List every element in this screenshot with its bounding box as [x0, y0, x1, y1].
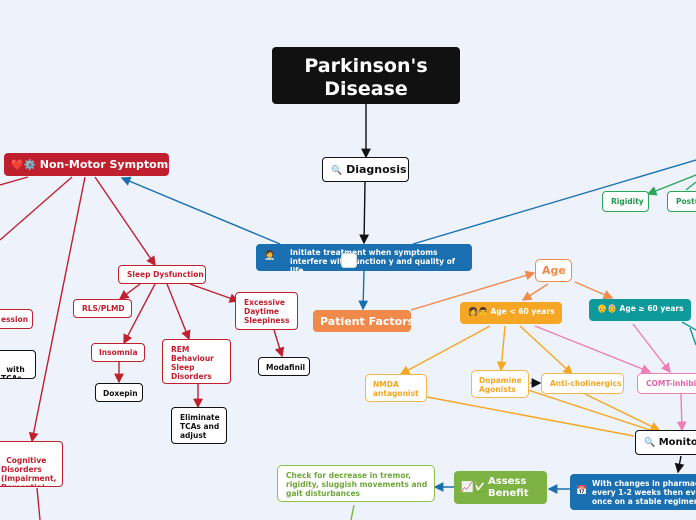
with-tcas-node[interactable]: with TCAs	[0, 350, 36, 379]
assess-benefit-label: Assess Benefit	[488, 476, 529, 499]
age-60-plus-label: Age ≥ 60 years	[619, 304, 684, 313]
sleep-label: Sleep Dysfunction	[127, 270, 204, 279]
calendar-icon: 📅	[576, 486, 588, 496]
age-60-plus-node[interactable]: 👴👵 Age ≥ 60 years	[589, 299, 691, 321]
dopamine-agonists-node[interactable]: Dopamine Agonists	[471, 370, 529, 398]
magnifier-icon: 🔍	[644, 438, 656, 448]
depression-node[interactable]: ession	[0, 309, 33, 329]
rls-plmd-node[interactable]: RLS/PLMD	[73, 299, 132, 318]
postu-label: Postu	[676, 197, 696, 206]
sleep-dysfunction-node[interactable]: Sleep Dysfunction	[118, 265, 206, 284]
rem-label: REM Behaviour Sleep Disorders	[171, 345, 214, 381]
eliminate-label: Eliminate TCAs and adjust	[180, 413, 220, 440]
root-title[interactable]: Parkinson's Disease	[272, 47, 460, 104]
rigidity-label: Rigidity	[611, 197, 644, 206]
changes-label: With changes in pharmaco every 1-2 weeks…	[592, 479, 696, 506]
chart-check-icon: 📈✅	[461, 482, 486, 493]
heart-gear-icon: ❤️⚙️	[11, 160, 36, 171]
monitor-label: Monito	[658, 437, 696, 448]
adults-icon: 👩👨	[468, 307, 488, 316]
eds-label: Excessive Daytime Sleepiness	[244, 298, 290, 325]
doxepin-label: Doxepin	[103, 389, 138, 398]
anticholinergics-label: Anti-cholinergics	[550, 379, 622, 388]
age-under-60-label: Age < 60 years	[490, 307, 555, 316]
eliminate-tcas-node[interactable]: Eliminate TCAs and adjust	[171, 407, 227, 444]
diagnosis-label: Diagnosis	[346, 163, 407, 176]
age-node[interactable]: Age	[535, 259, 572, 282]
modafinil-node[interactable]: Modafinil	[258, 357, 310, 376]
non-motor-label: Non-Motor Symptoms	[39, 158, 169, 171]
elderly-icon: 👴👵	[597, 304, 617, 313]
depression-label: ession	[1, 315, 29, 324]
with-tcas-label: with TCAs	[1, 365, 25, 379]
comt-label: COMT-inhibit	[646, 379, 696, 388]
initiate-treatment-node[interactable]: 🧑‍⚕️ Initiate treatment when symptoms in…	[256, 244, 472, 271]
posture-node[interactable]: Postu	[667, 191, 696, 212]
anticholinergics-node[interactable]: Anti-cholinergics	[541, 373, 624, 394]
check-decrease-node[interactable]: Check for decrease in tremor, rigidity, …	[277, 465, 435, 502]
daytime-sleepiness-node[interactable]: Excessive Daytime Sleepiness	[235, 292, 298, 330]
non-motor-symptoms-node[interactable]: ❤️⚙️ Non-Motor Symptoms	[4, 153, 169, 176]
comt-inhibitor-node[interactable]: COMT-inhibit	[637, 373, 696, 394]
root-title-text: Parkinson's Disease	[304, 55, 428, 100]
nmda-label: NMDA antagonist	[373, 380, 419, 398]
initiate-label: Initiate treatment when symptoms interfe…	[290, 248, 455, 271]
rigidity-node[interactable]: Rigidity	[602, 191, 649, 212]
doctor-icon: 🧑‍⚕️	[264, 251, 276, 261]
patient-factors-label: Patient Factors	[320, 315, 411, 328]
doxepin-node[interactable]: Doxepin	[95, 383, 143, 402]
insomnia-node[interactable]: Insomnia	[91, 343, 145, 362]
monitor-node[interactable]: 🔍 Monito	[635, 430, 696, 455]
note-icon	[341, 253, 357, 268]
rls-label: RLS/PLMD	[82, 304, 125, 313]
assess-benefit-node[interactable]: 📈✅ Assess Benefit	[454, 471, 547, 504]
age-under-60-node[interactable]: 👩👨 Age < 60 years	[460, 302, 562, 324]
pharmacotherapy-changes-node[interactable]: 📅 With changes in pharmaco every 1-2 wee…	[570, 474, 696, 510]
diagnosis-node[interactable]: 🔍 Diagnosis	[322, 157, 409, 182]
age-label: Age	[542, 264, 566, 277]
cognitive-label: Cognitive Disorders (Impairment, Dementi…	[1, 456, 57, 486]
check-label: Check for decrease in tremor, rigidity, …	[286, 471, 428, 498]
patient-factors-node[interactable]: Patient Factors	[313, 310, 411, 332]
nmda-antagonist-node[interactable]: NMDA antagonist	[365, 374, 427, 402]
modafinil-label: Modafinil	[266, 363, 306, 372]
rem-sleep-disorder-node[interactable]: REM Behaviour Sleep Disorders	[162, 339, 231, 384]
dopamine-label: Dopamine Agonists	[479, 376, 522, 394]
magnifier-icon: 🔍	[331, 166, 343, 176]
cognitive-disorders-node[interactable]: Cognitive Disorders (Impairment, Dementi…	[0, 441, 63, 487]
insomnia-label: Insomnia	[99, 348, 138, 357]
